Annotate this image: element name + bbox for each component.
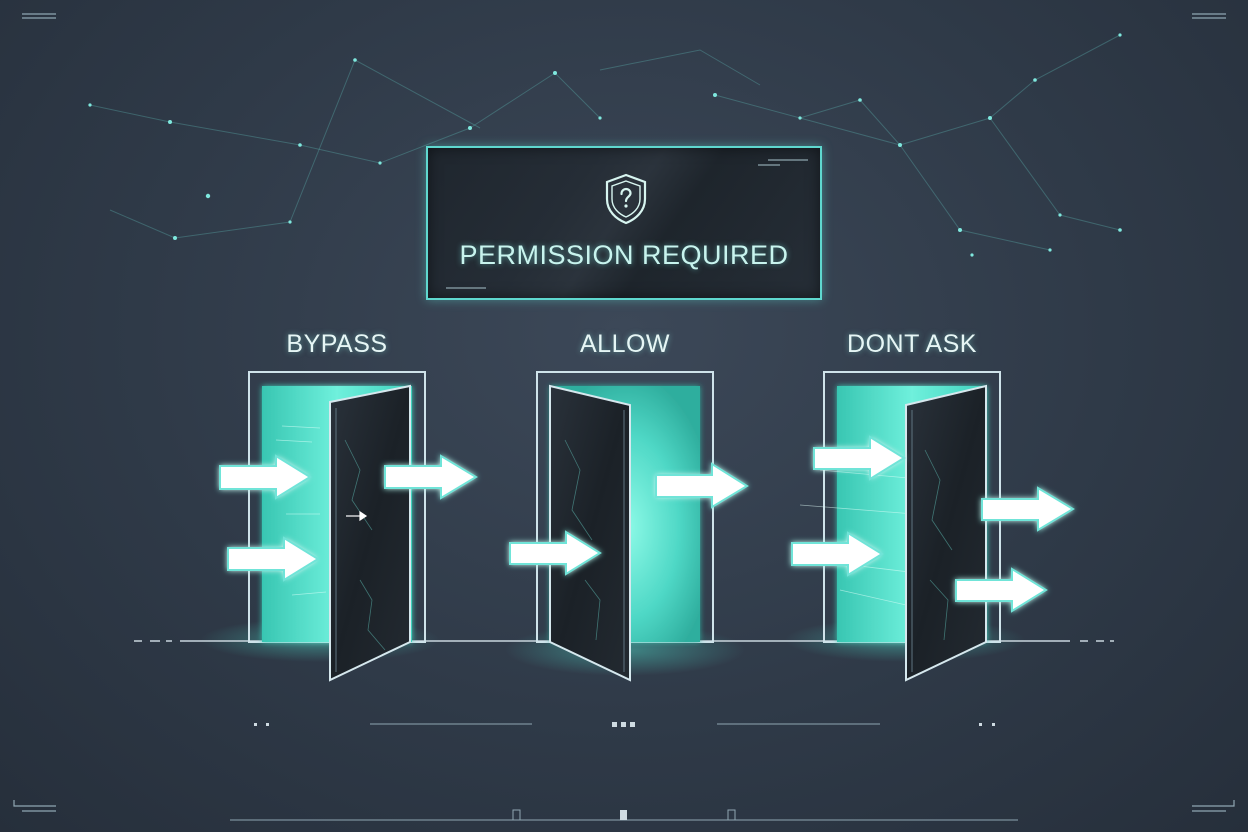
door-label-bypass: BYPASS bbox=[286, 330, 388, 358]
hud-dots bbox=[254, 722, 995, 820]
arrow-right-icon bbox=[813, 435, 906, 481]
constellation-stars bbox=[88, 33, 1122, 257]
arrow-right-icon bbox=[384, 454, 478, 500]
arrow-right-icon bbox=[655, 462, 749, 509]
door-label-allow: ALLOW bbox=[579, 330, 671, 358]
small-arrows bbox=[346, 510, 368, 522]
arrow-right-icon bbox=[509, 530, 602, 576]
arrow-right-icon bbox=[981, 486, 1075, 532]
bottom-hud bbox=[230, 723, 1018, 821]
banner-decor bbox=[446, 159, 808, 289]
arrow-right-icon bbox=[955, 567, 1048, 613]
door-allow[interactable] bbox=[536, 371, 714, 682]
arrow-right-icon bbox=[227, 536, 320, 582]
door-bypass[interactable] bbox=[248, 371, 426, 682]
banner-title: PERMISSION REQUIRED bbox=[459, 240, 789, 270]
arrow-right-icon bbox=[219, 454, 312, 500]
shield-question-icon bbox=[605, 173, 647, 225]
arrow-right-icon bbox=[791, 531, 884, 577]
door-label-dont-ask: DONT ASK bbox=[847, 330, 977, 358]
permission-banner: PERMISSION REQUIRED bbox=[426, 146, 822, 300]
arrows bbox=[219, 435, 1075, 613]
corner-marks bbox=[13, 13, 1235, 812]
